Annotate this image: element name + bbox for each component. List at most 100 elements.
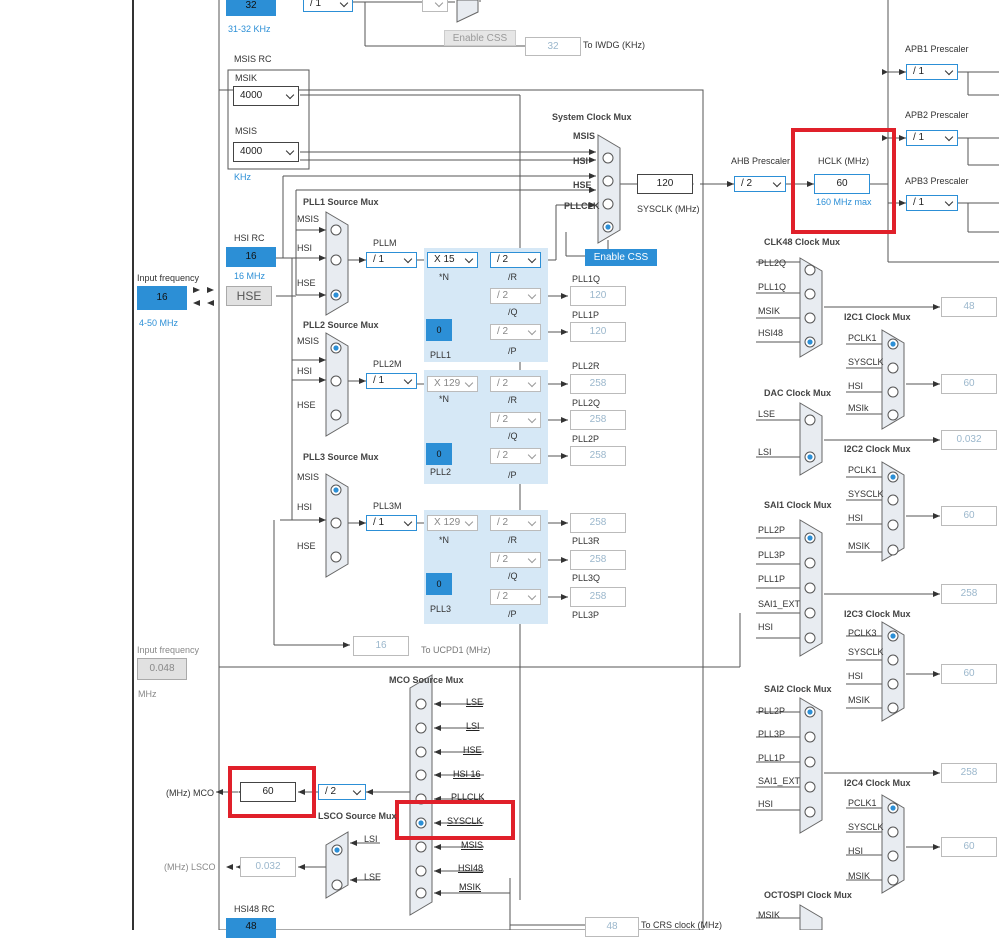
msis-select[interactable]: 4000 bbox=[233, 142, 299, 162]
pll3-n-select[interactable]: X 129 bbox=[427, 515, 478, 531]
pllm-select[interactable]: / 1 bbox=[366, 252, 417, 268]
pll2-p-select[interactable]: / 2 bbox=[490, 448, 541, 464]
pll2-q-label: /Q bbox=[508, 431, 518, 441]
hclk-value[interactable]: 60 bbox=[814, 174, 870, 194]
lse-divider-select[interactable]: / 1 bbox=[303, 0, 353, 12]
pll3-q-select[interactable]: / 2 bbox=[490, 552, 541, 568]
pll2-n-label: *N bbox=[439, 394, 450, 404]
pll1p-value: 120 bbox=[570, 322, 626, 342]
mco-output-value: 60 bbox=[240, 782, 296, 802]
sysmux-input-pllclk: PLLCLK bbox=[564, 201, 600, 211]
dac-input-lsi: LSI bbox=[758, 447, 772, 457]
sysclk-value: 120 bbox=[637, 174, 693, 194]
ahb-prescaler-select[interactable]: / 2 bbox=[734, 176, 786, 192]
chevron-down-icon bbox=[403, 375, 413, 385]
sai2-input-pll1p: PLL1P bbox=[758, 753, 786, 763]
pll3-name: PLL3 bbox=[430, 604, 452, 614]
pll3p-value: 258 bbox=[570, 587, 626, 607]
pll2-q-select[interactable]: / 2 bbox=[490, 412, 541, 428]
i2c1-input-hsi: HSI bbox=[848, 381, 864, 391]
mco-input-lse: LSE bbox=[466, 697, 484, 707]
msik-select[interactable]: 4000 bbox=[233, 86, 299, 106]
apb2-prescaler-select[interactable]: / 1 bbox=[906, 130, 958, 146]
sai2-input-hsi: HSI bbox=[758, 799, 774, 809]
pll3q-value: 258 bbox=[570, 550, 626, 570]
lsco-input-lse: LSE bbox=[364, 872, 382, 882]
apb1-prescaler-label: APB1 Prescaler bbox=[905, 44, 969, 54]
sai1-input-pll1p: PLL1P bbox=[758, 574, 786, 584]
sysmux-input-hsi: HSI bbox=[573, 156, 589, 166]
input-frequency-value[interactable]: 16 bbox=[137, 286, 187, 310]
pllm-label: PLLM bbox=[373, 238, 397, 248]
pll3-r-select[interactable]: / 2 bbox=[490, 515, 541, 531]
apb1-prescaler-select[interactable]: / 1 bbox=[906, 64, 958, 80]
hsi48-rc-title: HSI48 RC bbox=[234, 904, 275, 914]
chevron-down-icon bbox=[772, 178, 782, 188]
enable-css-button[interactable]: Enable CSS bbox=[585, 249, 657, 266]
apb3-prescaler-label: APB3 Prescaler bbox=[905, 176, 969, 186]
chevron-down-icon bbox=[339, 0, 349, 8]
sysclk-mco-highlight bbox=[395, 800, 515, 840]
sai2-input-pll2p: PLL2P bbox=[758, 706, 786, 716]
chevron-down-icon bbox=[527, 554, 537, 564]
input-frequency-label: Input frequency bbox=[137, 273, 200, 283]
crs-value: 48 bbox=[585, 917, 639, 937]
iwdg-label: To IWDG (KHz) bbox=[583, 40, 645, 50]
i2c2-input-sysclk: SYSCLK bbox=[848, 489, 884, 499]
apb2-prescaler-label: APB2 Prescaler bbox=[905, 110, 969, 120]
i2c1-input-msik: MSIk bbox=[848, 403, 869, 413]
pll2-p-label: /P bbox=[508, 470, 517, 480]
pll1-source-mux-title: PLL1 Source Mux bbox=[303, 197, 379, 207]
pll2m-select[interactable]: / 1 bbox=[366, 373, 417, 389]
apb3-prescaler-select[interactable]: / 1 bbox=[906, 195, 958, 211]
clk48-input-hsi48: HSI48 bbox=[758, 328, 784, 338]
sai1-input-hsi: HSI bbox=[758, 622, 774, 632]
chevron-down-icon bbox=[527, 326, 537, 336]
sai1-mux-title: SAI1 Clock Mux bbox=[764, 500, 832, 510]
sai1-input-pll3p: PLL3P bbox=[758, 550, 786, 560]
pll3-frac-value[interactable]: 0 bbox=[426, 573, 452, 595]
chevron-down-icon bbox=[403, 517, 413, 527]
pll3-p-select[interactable]: / 2 bbox=[490, 589, 541, 605]
enable-css-lse-button[interactable]: Enable CSS bbox=[444, 30, 516, 46]
pll2-frac-value[interactable]: 0 bbox=[426, 443, 452, 465]
pll2-n-select[interactable]: X 129 bbox=[427, 376, 478, 392]
pll2-r-select[interactable]: / 2 bbox=[490, 376, 541, 392]
mco-divider-select[interactable]: / 2 bbox=[318, 784, 366, 800]
chevron-down-icon bbox=[464, 378, 474, 388]
hsi48-rc-value: 48 bbox=[226, 918, 276, 938]
pll3r-value: 258 bbox=[570, 513, 626, 533]
pll1-p-select[interactable]: / 2 bbox=[490, 324, 541, 340]
pll3m-select[interactable]: / 1 bbox=[366, 515, 417, 531]
pll1-frac-value[interactable]: 0 bbox=[426, 319, 452, 341]
pll3-q-label: /Q bbox=[508, 571, 518, 581]
chevron-down-icon bbox=[944, 197, 954, 207]
lse-divider2-select[interactable] bbox=[422, 0, 448, 12]
pll1-q-select[interactable]: / 2 bbox=[490, 288, 541, 304]
chevron-down-icon bbox=[352, 786, 362, 796]
pll2-name: PLL2 bbox=[430, 467, 452, 477]
i2c4-mux-title: I2C4 Clock Mux bbox=[844, 778, 911, 788]
mco-source-mux-title: MCO Source Mux bbox=[389, 675, 464, 685]
input-frequency2-value[interactable]: 0.048 bbox=[137, 658, 187, 680]
chevron-down-icon bbox=[464, 254, 474, 264]
pll3m-label: PLL3M bbox=[373, 501, 402, 511]
chevron-down-icon bbox=[527, 591, 537, 601]
pll3-source-mux-title: PLL3 Source Mux bbox=[303, 452, 379, 462]
octospi-mux-title: OCTOSPI Clock Mux bbox=[764, 890, 852, 900]
pll1-n-select[interactable]: X 15 bbox=[427, 252, 478, 268]
mco-output-highlight bbox=[228, 766, 316, 818]
dac-input-lse: LSE bbox=[758, 409, 776, 419]
lse-frequency-value[interactable]: 32 bbox=[226, 0, 276, 16]
i2c1-input-pclk1: PCLK1 bbox=[848, 333, 877, 343]
i2c1-mux-title: I2C1 Clock Mux bbox=[844, 312, 911, 322]
ahb-prescaler-label: AHB Prescaler bbox=[731, 156, 791, 166]
sai1-output-value: 258 bbox=[941, 584, 997, 604]
hclk-highlight bbox=[791, 128, 896, 234]
sai1-input-sai1ext: SAI1_EXT bbox=[758, 599, 801, 609]
ucpd-label: To UCPD1 (MHz) bbox=[421, 645, 491, 655]
pll2m-label: PLL2M bbox=[373, 359, 402, 369]
pll1-r-select[interactable]: / 2 bbox=[490, 252, 541, 268]
sai2-input-pll3p: PLL3P bbox=[758, 729, 786, 739]
i2c2-mux-title: I2C2 Clock Mux bbox=[844, 444, 911, 454]
